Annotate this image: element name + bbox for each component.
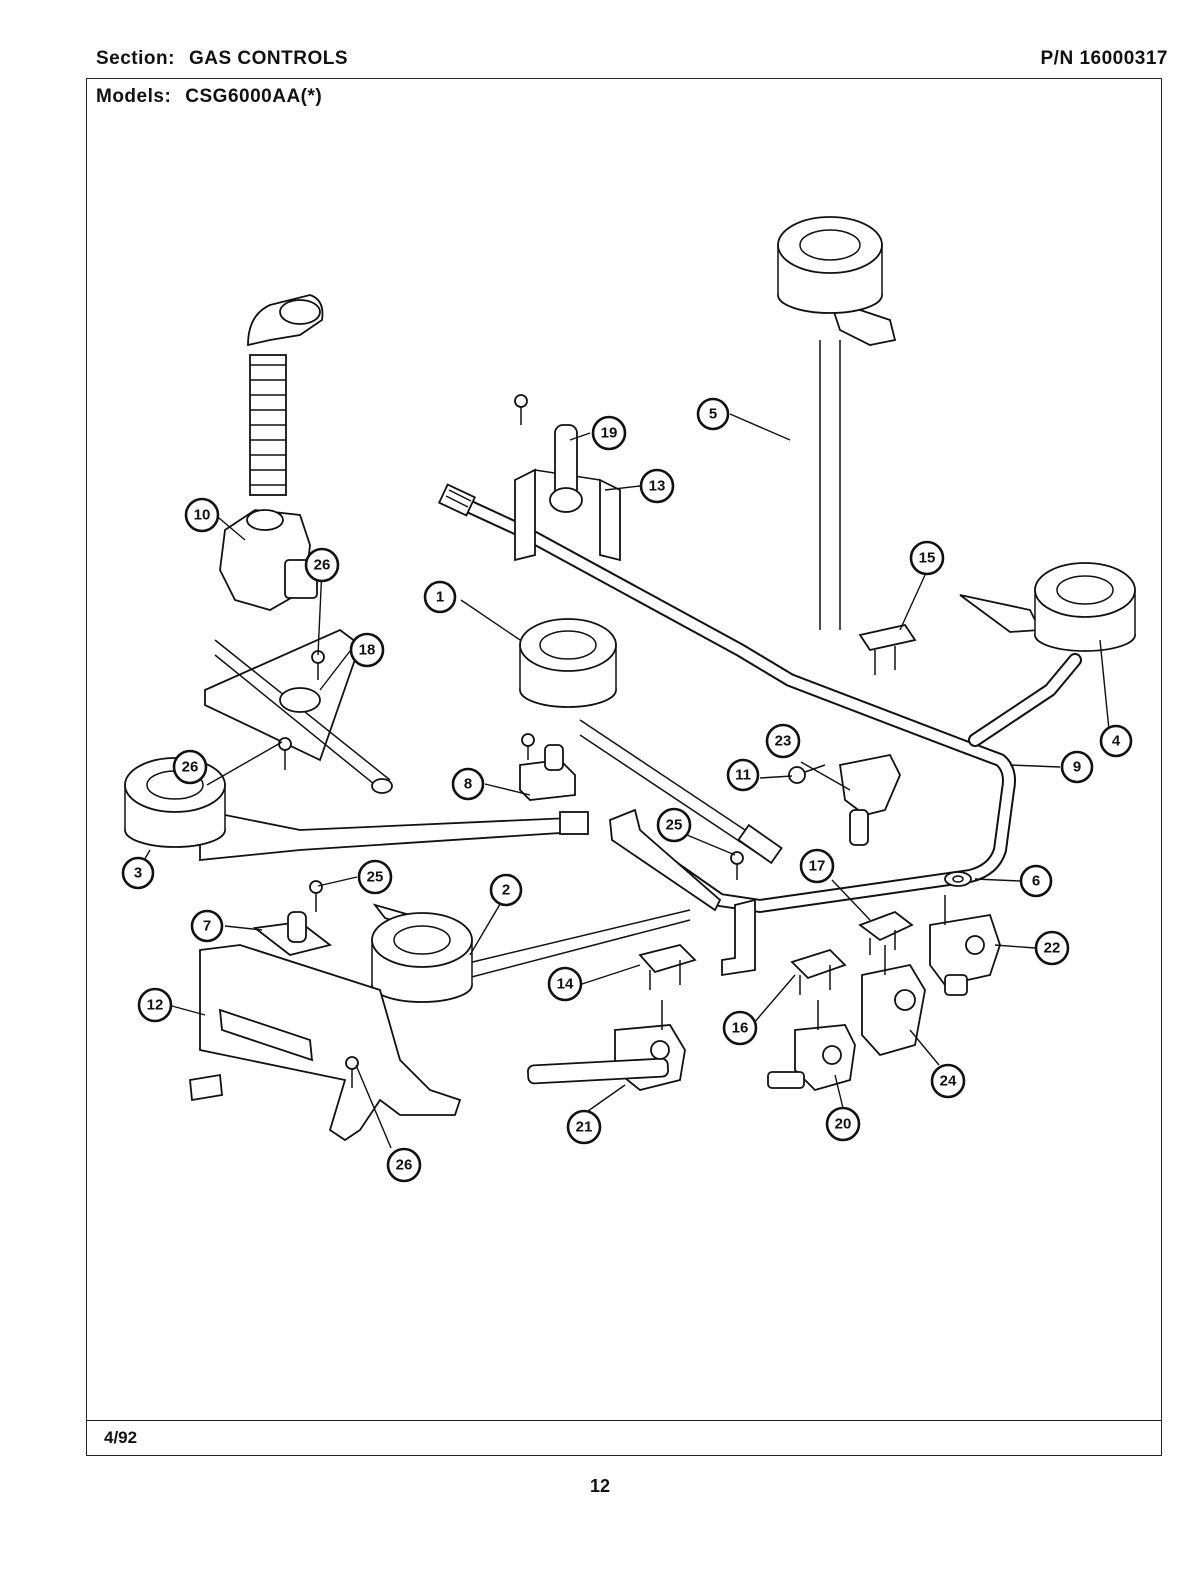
bracket-16 [790,948,847,995]
svg-text:25: 25 [367,869,384,886]
svg-text:3: 3 [134,865,142,882]
callout-11: 11 [726,758,760,792]
callout-15: 15 [909,540,945,576]
svg-text:2: 2 [502,882,510,899]
burner-4 [959,562,1136,747]
callout-6: 6 [1019,864,1053,898]
callout-17: 17 [799,848,835,884]
svg-text:21: 21 [576,1119,593,1136]
svg-text:15: 15 [919,550,936,567]
svg-text:10: 10 [194,507,211,524]
svg-text:23: 23 [775,733,792,750]
valve-24 [861,945,926,1057]
models-label: Models: [96,86,172,107]
burner-5 [777,216,897,630]
valve-21 [527,1000,686,1091]
valve-20 [767,1000,856,1092]
callout-24: 24 [930,1063,966,1099]
callout-7: 7 [190,909,224,943]
callout-16: 16 [722,1010,758,1046]
callout-22: 22 [1034,930,1070,966]
bracket-14 [638,944,697,990]
svg-text:16: 16 [732,1020,749,1037]
svg-text:1: 1 [436,589,444,606]
callout-5: 5 [696,397,730,431]
callout-12: 12 [137,987,173,1023]
svg-text:26: 26 [182,759,199,776]
bracket-7 [252,911,333,956]
valve-22 [929,895,1001,996]
callout-20: 20 [825,1106,861,1142]
screw-11 [788,764,826,784]
section-title: Section: GAS CONTROLS [96,48,348,70]
callout-13: 13 [639,468,675,504]
svg-text:6: 6 [1032,873,1040,890]
callout-26c: 26 [386,1147,422,1183]
bracket-8 [519,744,576,801]
manifold-inlet-thread [437,483,477,517]
svg-text:26: 26 [314,557,331,574]
svg-text:11: 11 [735,767,751,784]
svg-text:12: 12 [147,997,164,1014]
callout-26b: 26 [172,749,208,785]
bracket-17 [858,910,914,955]
bracket-12 [189,944,462,1142]
callout-25b: 25 [357,859,393,895]
svg-text:13: 13 [649,478,666,495]
svg-text:17: 17 [809,858,826,875]
section-value: GAS CONTROLS [188,48,349,69]
svg-text:26: 26 [396,1157,413,1174]
svg-text:4: 4 [1112,733,1121,750]
callout-19: 19 [591,415,627,451]
burner-2 [371,903,691,1003]
bracket-15 [858,623,917,675]
callout-4: 4 [1099,724,1133,758]
bracket-13 [514,424,621,562]
callout-8: 8 [451,767,485,801]
revision-date: 4/92 [104,1428,138,1447]
part-number: P/N 16000317 [1040,48,1168,69]
section-label: Section: [96,48,175,69]
support-bracket [609,808,756,977]
callout-3: 3 [121,856,155,890]
svg-text:7: 7 [203,918,211,935]
footer-divider [86,1420,1162,1421]
callout-26a: 26 [304,547,340,583]
page-number: 12 [589,1476,611,1496]
pressure-regulator [219,294,324,611]
washer-6 [944,871,972,887]
svg-text:18: 18 [359,642,376,659]
svg-text:19: 19 [601,425,618,442]
svg-text:5: 5 [709,406,717,423]
models-value: CSG6000AA(*) [185,86,323,107]
models-line: Models: CSG6000AA(*) [96,86,322,108]
callout-21: 21 [566,1109,602,1145]
svg-text:20: 20 [835,1116,852,1133]
valve-23 [838,753,901,846]
callout-2: 2 [489,873,523,907]
svg-text:14: 14 [557,976,574,993]
callout-1: 1 [423,580,457,614]
svg-text:22: 22 [1044,940,1061,957]
diagram-frame [86,78,1162,1456]
burner-1 [519,618,783,865]
svg-text:8: 8 [464,776,472,793]
screws [278,394,744,1088]
manifold-pipe [437,483,1016,913]
callout-10: 10 [184,497,220,533]
callout-23: 23 [765,723,801,759]
svg-text:9: 9 [1073,759,1081,776]
callout-18: 18 [349,632,385,668]
callout-9: 9 [1060,750,1094,784]
svg-text:25: 25 [666,817,683,834]
callout-25a: 25 [656,807,692,843]
callout-14: 14 [547,966,583,1002]
svg-text:24: 24 [940,1073,957,1090]
